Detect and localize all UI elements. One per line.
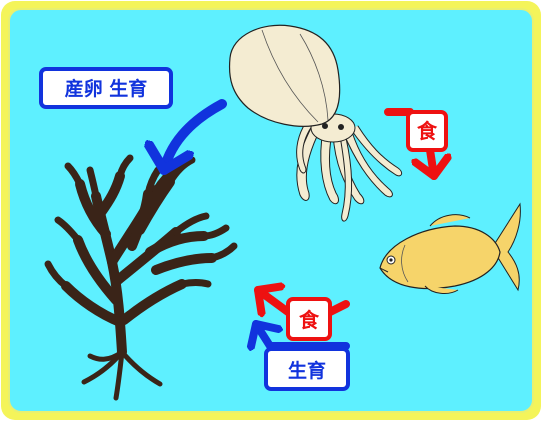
- label-eat-top: 食: [417, 119, 438, 143]
- label-spawn-grow: 産卵 生育: [65, 77, 148, 100]
- label-grow-bottom-box: 生育: [266, 349, 348, 389]
- label-spawn-grow-box: 産卵 生育: [41, 69, 171, 107]
- label-eat-bottom-box: 食: [288, 299, 330, 339]
- label-eat-top-box: 食: [408, 112, 446, 150]
- label-eat-bottom: 食: [299, 308, 320, 332]
- label-grow-bottom: 生育: [288, 359, 326, 382]
